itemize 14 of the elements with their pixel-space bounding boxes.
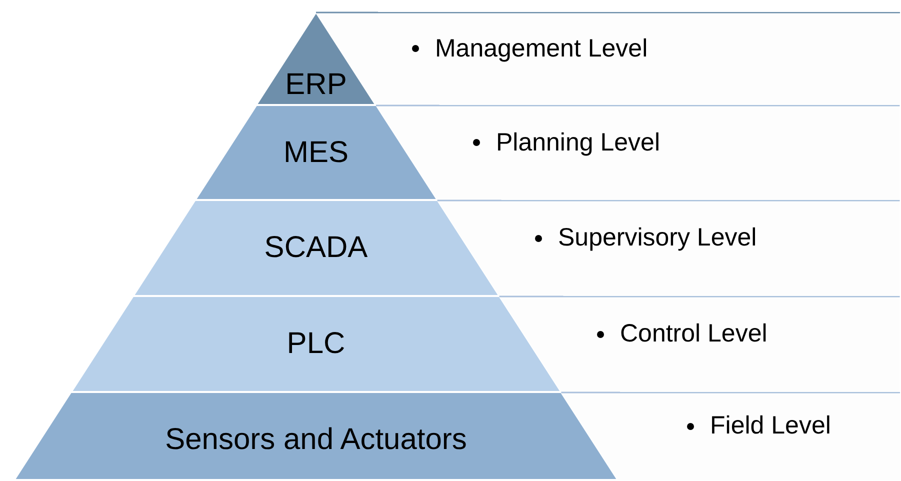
pyramid-tier bbox=[132, 200, 500, 296]
tier-label: Sensors and Actuators bbox=[165, 425, 467, 455]
level-label: Management Level bbox=[434, 36, 648, 61]
pyramid-tier bbox=[70, 296, 562, 392]
level-label: Supervisory Level bbox=[558, 226, 757, 250]
pyramid-tier bbox=[14, 392, 618, 480]
level-label: Planning Level bbox=[496, 130, 660, 155]
level-label: Field Level bbox=[710, 414, 831, 438]
tier-label: PLC bbox=[286, 329, 346, 359]
level-label: Control Level bbox=[620, 322, 768, 346]
tier-label: MES bbox=[283, 138, 348, 168]
pyramid-tier bbox=[194, 105, 438, 200]
tier-label: ERP bbox=[285, 70, 347, 100]
tier-label: SCADA bbox=[264, 233, 368, 263]
